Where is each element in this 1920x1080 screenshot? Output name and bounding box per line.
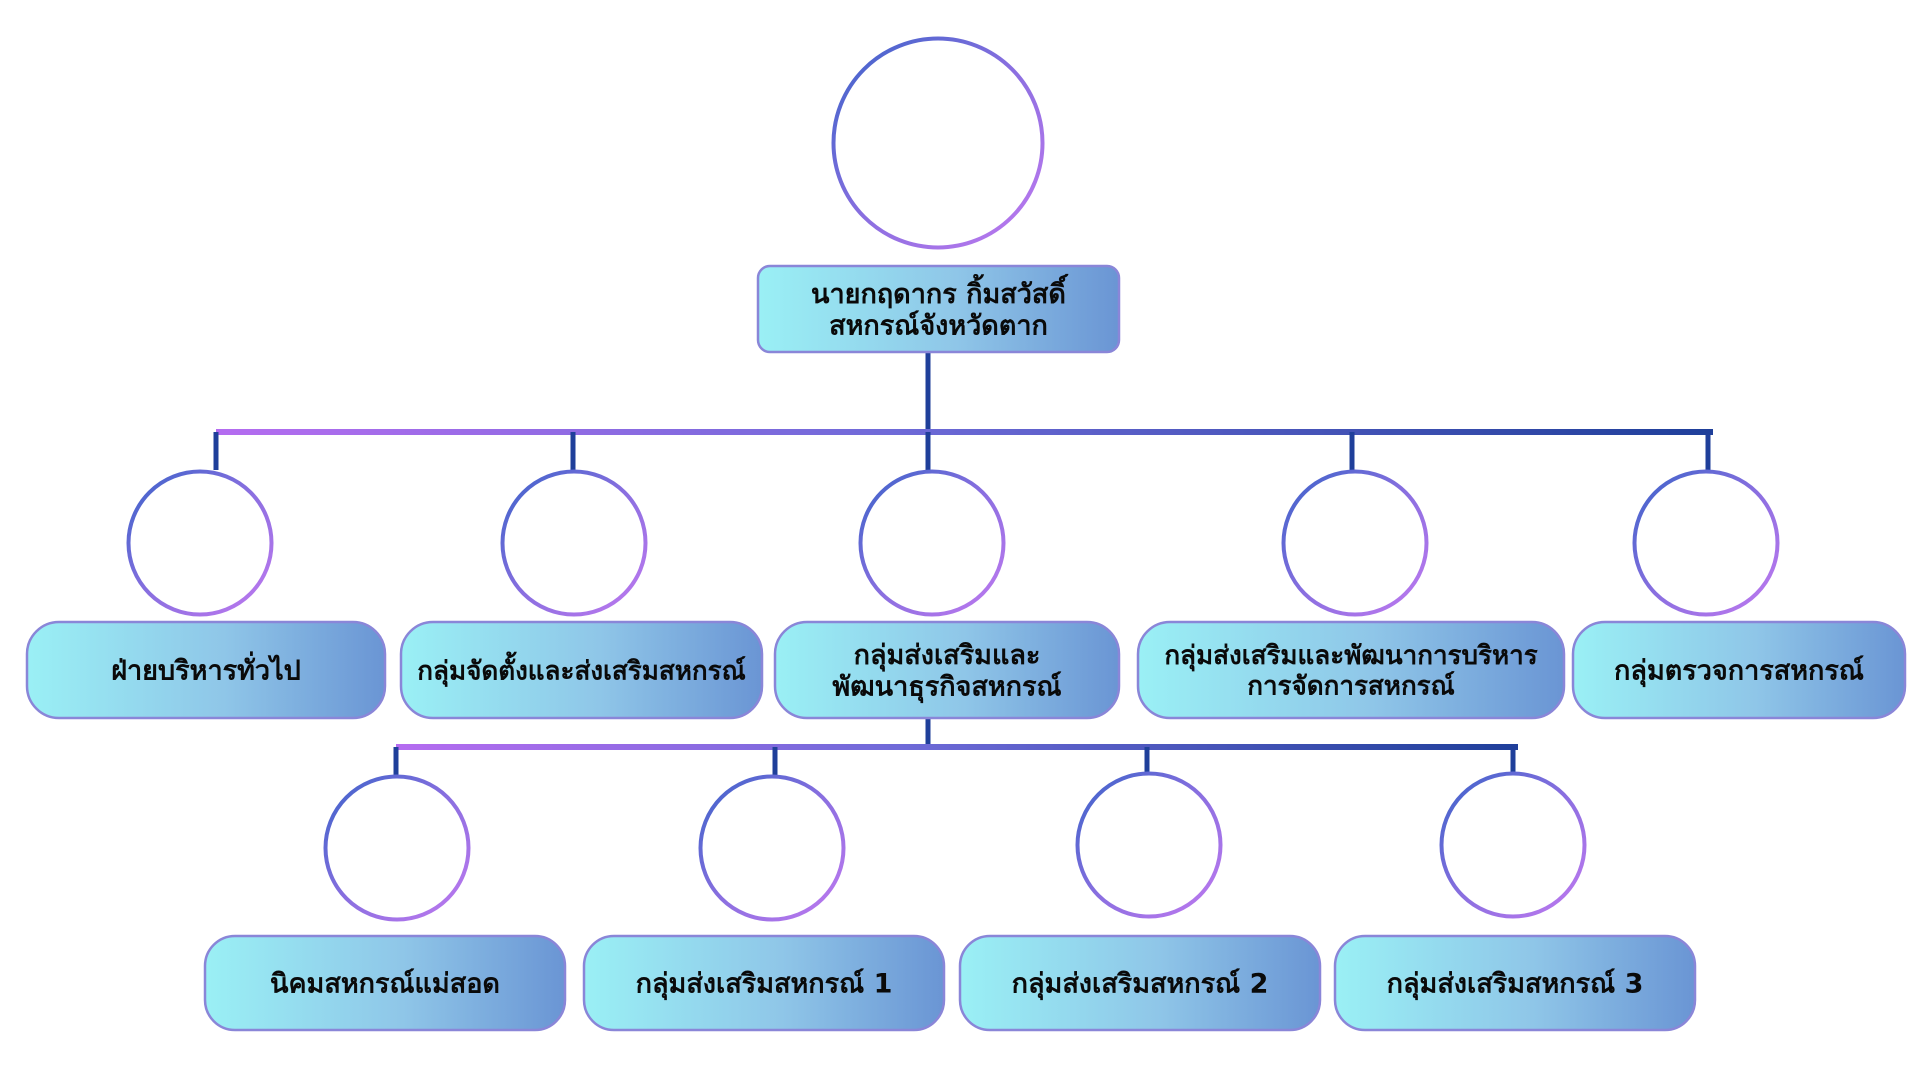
subunit-photo-3 <box>1075 771 1223 919</box>
division-box-5: กลุ่มตรวจการสหกรณ์ <box>1571 620 1907 720</box>
head-box-label-2: สหกรณ์จังหวัดตาก <box>829 310 1048 342</box>
photo-ring <box>126 469 274 617</box>
division-box-2-shape <box>399 620 764 720</box>
division-photo-5 <box>1632 469 1780 617</box>
division-box-2: กลุ่มจัดตั้งและส่งเสริมสหกรณ์ <box>399 620 764 720</box>
subunit-box-4-shape <box>1333 934 1697 1032</box>
division-box-5-shape <box>1571 620 1907 720</box>
head-box: นายกฤดากร กิ้มสวัสดิ์สหกรณ์จังหวัดตาก <box>756 264 1121 354</box>
division-photo-4 <box>1281 469 1429 617</box>
subunit-photo-1 <box>323 774 471 922</box>
division-box-1-shape <box>25 620 387 720</box>
division-box-3-label-2: พัฒนาธุรกิจสหกรณ์ <box>832 671 1061 704</box>
subunit-box-3-shape <box>958 934 1322 1032</box>
division-box-4: กลุ่มส่งเสริมและพัฒนาการบริหารการจัดการส… <box>1136 620 1566 720</box>
photo-ring <box>1439 771 1587 919</box>
photo-ring <box>831 36 1045 250</box>
photo-ring <box>1075 771 1223 919</box>
photo-ring <box>698 774 846 922</box>
division-photo-3 <box>858 469 1006 617</box>
division-photo-1 <box>126 469 274 617</box>
division-box-3-shape <box>773 620 1121 720</box>
head-box-shape <box>756 264 1121 354</box>
subunit-box-4: กลุ่มส่งเสริมสหกรณ์ 3 <box>1333 934 1697 1032</box>
photo-ring <box>500 469 648 617</box>
subunit-box-3-label-1: กลุ่มส่งเสริมสหกรณ์ 2 <box>1012 968 1269 1001</box>
subunit-box-1-label-1: นิคมสหกรณ์แม่สอด <box>270 968 500 1000</box>
division-box-3-label-1: กลุ่มส่งเสริมและ <box>854 640 1041 672</box>
head-box-label-1: นายกฤดากร กิ้มสวัสดิ์ <box>811 273 1068 310</box>
division-box-4-shape <box>1136 620 1566 720</box>
division-box-4-label-1: กลุ่มส่งเสริมและพัฒนาการบริหาร <box>1164 641 1537 672</box>
division-box-1: ฝ่ายบริหารทั่วไป <box>25 620 387 720</box>
subunit-bus-line <box>396 744 1518 750</box>
division-photo-2 <box>500 469 648 617</box>
photo-ring <box>323 774 471 922</box>
subunit-box-3: กลุ่มส่งเสริมสหกรณ์ 2 <box>958 934 1322 1032</box>
subunit-box-1-shape <box>203 934 567 1032</box>
subunit-box-2-label-1: กลุ่มส่งเสริมสหกรณ์ 1 <box>636 968 893 1001</box>
photo-ring <box>1632 469 1780 617</box>
photo-ring <box>1281 469 1429 617</box>
division-box-5-label-1: กลุ่มตรวจการสหกรณ์ <box>1614 655 1864 688</box>
subunit-box-4-label-1: กลุ่มส่งเสริมสหกรณ์ 3 <box>1387 968 1644 1001</box>
division-box-3: กลุ่มส่งเสริมและพัฒนาธุรกิจสหกรณ์ <box>773 620 1121 720</box>
head-photo <box>831 36 1045 250</box>
org-nodes: นายกฤดากร กิ้มสวัสดิ์สหกรณ์จังหวัดตากฝ่า… <box>25 36 1907 1032</box>
subunit-photo-2 <box>698 774 846 922</box>
division-box-4-label-2: การจัดการสหกรณ์ <box>1247 671 1455 702</box>
subunit-photo-4 <box>1439 771 1587 919</box>
connector-lines <box>213 352 1713 775</box>
division-box-2-label-1: กลุ่มจัดตั้งและส่งเสริมสหกรณ์ <box>417 650 745 687</box>
subunit-box-1: นิคมสหกรณ์แม่สอด <box>203 934 567 1032</box>
subunit-box-2: กลุ่มส่งเสริมสหกรณ์ 1 <box>582 934 946 1032</box>
division-bus-line <box>216 429 1713 435</box>
photo-ring <box>858 469 1006 617</box>
subunit-box-2-shape <box>582 934 946 1032</box>
division-box-1-label-1: ฝ่ายบริหารทั่วไป <box>111 651 301 687</box>
